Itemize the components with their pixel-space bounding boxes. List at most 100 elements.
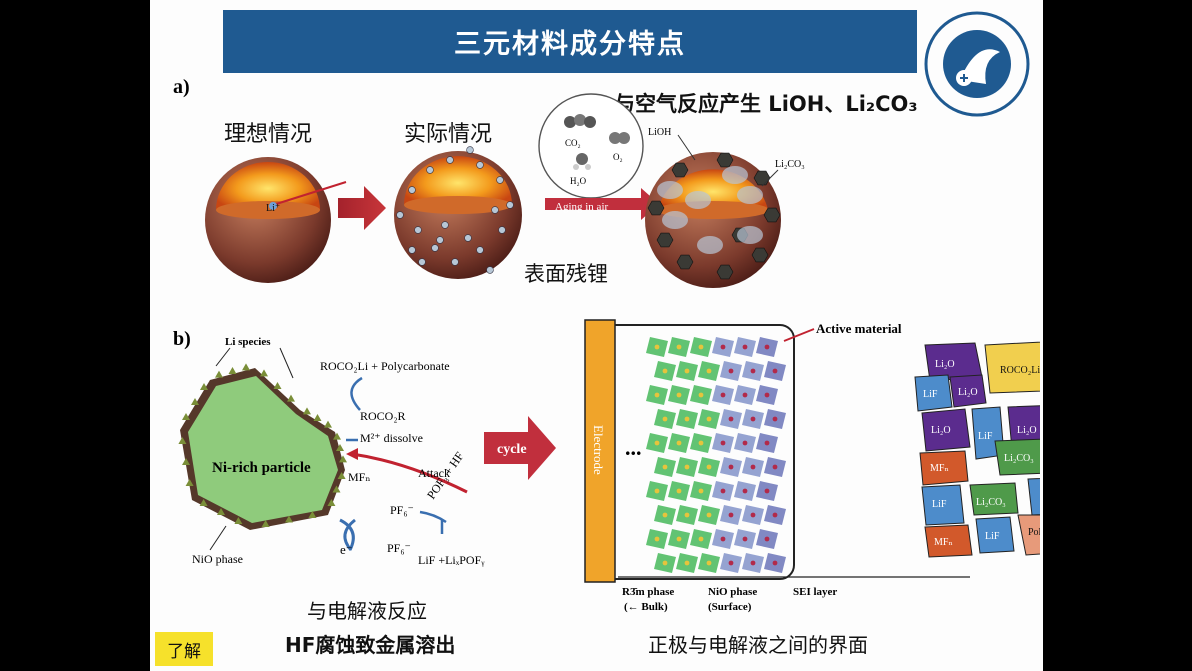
pf6-top-label: PF₆⁻ — [390, 503, 414, 517]
lioh-patch — [737, 226, 763, 244]
sei-block — [975, 516, 1015, 554]
li-spike — [191, 398, 199, 405]
lattice-atom — [654, 536, 660, 542]
sei-block-label: Li₂O — [958, 387, 978, 398]
sei-block — [924, 524, 973, 558]
lattice-atom — [654, 344, 660, 350]
lattice-atom — [764, 344, 770, 350]
lattice-atom — [676, 344, 682, 350]
li-spike — [303, 407, 311, 415]
li-spike — [333, 432, 341, 440]
li-spike — [261, 520, 270, 527]
lioh-patch — [685, 191, 711, 209]
aging-label: Aging in air — [555, 201, 608, 213]
sei-block — [969, 482, 1019, 516]
crystal — [751, 247, 769, 263]
sei-block — [914, 374, 953, 412]
li-dot — [466, 146, 474, 154]
lattice-atom — [728, 416, 734, 422]
lattice-atom — [662, 464, 668, 470]
co2-label: CO₂ — [565, 138, 581, 148]
lattice-atom — [772, 464, 778, 470]
crystal — [671, 162, 689, 178]
sei-block — [919, 450, 969, 486]
sei-block-label: Li₂O — [935, 359, 955, 370]
lattice-atom — [728, 560, 734, 566]
li-species-spikes — [178, 363, 347, 527]
air-gas-bubble: CO₂ O₂ H₂O — [538, 93, 644, 199]
electrode-label: Electrode — [591, 425, 606, 475]
aging-arrow — [545, 188, 659, 220]
li-spike — [200, 383, 208, 390]
sei-layer-blocks: Li₂OROCO₂LiLiFLi₂OMFₙLi₂OLiFLi₂OMFₙLi₂CO… — [914, 341, 1040, 558]
sei-block-label: ROCO₂Li — [1000, 365, 1040, 376]
li-spike — [228, 367, 237, 374]
arrow-ideal-to-actual — [338, 186, 386, 230]
lattice-atom — [728, 464, 734, 470]
lattice-atom — [654, 392, 660, 398]
m-dissolve-label: M²⁺ dissolve — [360, 431, 423, 445]
lattice-atom — [684, 560, 690, 566]
li-spike — [242, 363, 250, 371]
li-dot — [408, 246, 416, 254]
lattice-atom — [698, 344, 704, 350]
pf6-bottom-label: PF₆⁻ — [387, 541, 411, 555]
li-spike — [339, 455, 347, 463]
sei-block-label: LiF — [923, 389, 938, 400]
cycle-label: cycle — [497, 442, 527, 457]
o2-label: O₂ — [613, 152, 623, 162]
lattice-atom — [662, 368, 668, 374]
panel-a-label: a) — [173, 76, 190, 98]
roco2r-label: ROCO₂R — [360, 409, 406, 423]
lattice-atom — [706, 464, 712, 470]
li-dot — [496, 176, 504, 184]
li-dot — [396, 211, 404, 219]
sei-block-label: LiF — [978, 431, 993, 442]
ideal-sphere: Li⁺ — [205, 157, 347, 283]
aged-sphere: LiOH Li₂CO₃ — [645, 127, 805, 288]
lattice-atom — [662, 512, 668, 518]
surface-label: (Surface) — [708, 601, 752, 613]
lattice-atom — [764, 536, 770, 542]
lioh-patch — [662, 211, 688, 229]
li-spike — [324, 420, 332, 428]
lattice-atom — [676, 440, 682, 446]
li-spike — [313, 414, 322, 421]
sei-block — [994, 438, 1040, 476]
bulk-label: (← Bulk) — [624, 601, 668, 613]
sei-block — [921, 408, 971, 452]
lattice-atom — [728, 512, 734, 518]
products-label: LiF +LiₓPOFᵧ — [418, 553, 485, 567]
sei-block-label: Li₂O — [931, 425, 951, 436]
slide-title-text: 三元材料成分特点 — [454, 29, 686, 60]
lattice-atom — [750, 560, 756, 566]
caption-electrolyte-reaction: 与电解液反应 — [307, 599, 427, 623]
sei-block — [1007, 405, 1040, 450]
slide-title: 三元材料成分特点 — [223, 10, 917, 73]
caption-hf-corrosion: HF腐蚀致金属溶出 — [285, 633, 456, 657]
attack-label: Attack — [418, 466, 450, 480]
air-reaction-label: 与空气反应产生 LiOH、Li₂CO₃ — [614, 92, 918, 116]
lattice-dots: ... — [625, 435, 642, 460]
sei-block — [984, 341, 1040, 394]
li-spike — [182, 458, 190, 465]
li-spike — [332, 485, 341, 493]
crystal — [716, 264, 734, 280]
lattice-atom — [742, 440, 748, 446]
lioh-patch — [697, 236, 723, 254]
sei-block-label: LiF — [932, 499, 947, 510]
lattice-atom — [684, 368, 690, 374]
sei-block — [949, 374, 987, 408]
sei-block-label: Li₂CO₃ — [976, 497, 1006, 508]
lattice-atom — [728, 368, 734, 374]
lattice-atom — [706, 560, 712, 566]
li-spike — [234, 517, 243, 524]
li-ion-label: Li⁺ — [266, 203, 280, 214]
li-spike — [260, 369, 268, 377]
li2co3-label: Li₂CO₃ — [775, 159, 805, 170]
lattice-atom — [764, 440, 770, 446]
university-logo — [924, 11, 1030, 117]
li-spike — [273, 382, 282, 389]
lioh-label: LiOH — [648, 127, 671, 138]
lattice-atom — [750, 464, 756, 470]
